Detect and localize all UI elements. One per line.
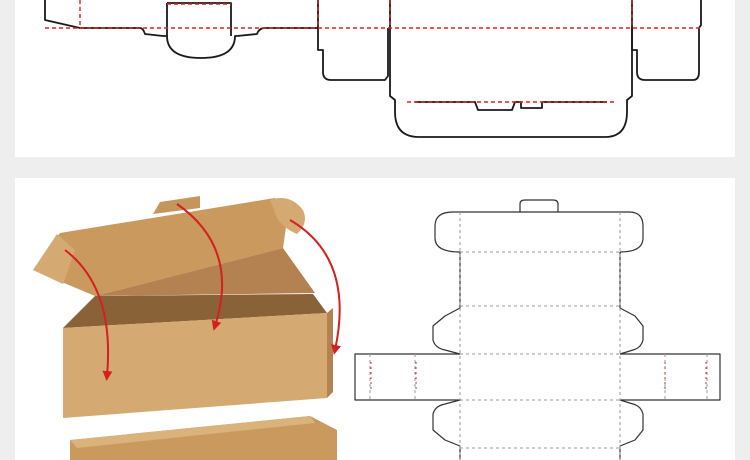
dieline-panel-top (15, 0, 735, 157)
right-lower-flap (619, 399, 644, 460)
tick-marks (370, 362, 707, 392)
box-second-face (70, 416, 315, 448)
assembly-panel-bottom (15, 178, 735, 460)
top-lid-outline (434, 211, 644, 253)
curved-arrow-icon (64, 249, 113, 381)
left-tuck-flap (44, 0, 164, 37)
box-right-end (327, 308, 333, 398)
bottom-flap (389, 28, 633, 138)
box-front-face (63, 313, 327, 418)
right-upper-edge (698, 0, 702, 29)
bottom-flap-notches (415, 101, 607, 111)
dieline-template-gray (354, 199, 721, 460)
folding-arrows (64, 203, 341, 381)
box-lid-left-flap (33, 234, 75, 284)
box-inner-back (63, 294, 327, 328)
left-lower-flap (432, 399, 461, 460)
box-lid-underside (95, 248, 315, 296)
cut-lines-gray (354, 199, 721, 460)
box-lid (33, 198, 287, 296)
cut-lines (44, 0, 702, 138)
dust-flap-left (317, 28, 389, 81)
top-tuck (519, 199, 559, 212)
side-panels (354, 353, 721, 401)
dust-flap-right (631, 28, 700, 81)
panel-cuts (317, 0, 633, 28)
top-strip-right (236, 27, 318, 37)
curved-arrow-icon (289, 219, 341, 355)
dieline-template-red (44, 0, 702, 138)
fold-lines-gray (369, 212, 708, 460)
box-lid-tuck (153, 196, 200, 214)
open-box (33, 196, 337, 460)
curved-arrow-icon (176, 203, 224, 331)
notch-tab (166, 2, 232, 36)
assembly-illustration (33, 196, 721, 460)
left-upper-flap (432, 252, 461, 355)
right-upper-flap (619, 252, 644, 355)
fold-lines-red (45, 0, 701, 103)
thumb-notch (163, 35, 237, 59)
